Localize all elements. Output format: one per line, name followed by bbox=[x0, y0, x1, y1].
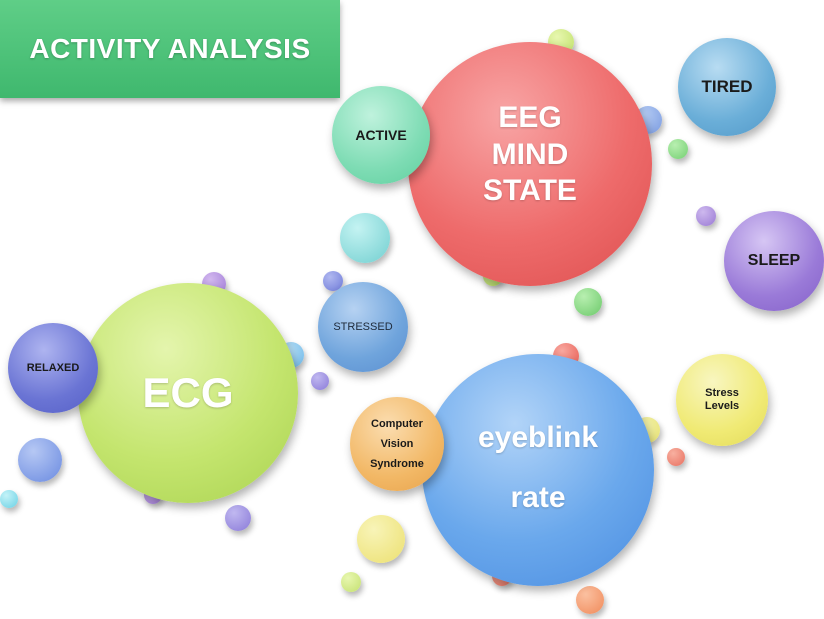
decor-bubble bbox=[323, 271, 343, 291]
relaxed-label: RELAXED bbox=[26, 362, 80, 374]
stress-levels-line2: Levels bbox=[704, 400, 740, 412]
eyeblink-label: eyeblink bbox=[477, 421, 599, 454]
state-label: STATE bbox=[483, 174, 577, 207]
cvs-line3: Syndrome bbox=[370, 458, 424, 470]
sleep-label: SLEEP bbox=[747, 252, 801, 269]
computer-vision-syndrome-node: Computer Vision Syndrome bbox=[350, 397, 444, 491]
decor-bubble bbox=[0, 490, 18, 508]
decor-bubble bbox=[225, 505, 251, 531]
decor-bubble bbox=[696, 206, 716, 226]
eyeblink-rate-node: eyeblink rate bbox=[422, 354, 654, 586]
decor-bubble bbox=[341, 572, 361, 592]
page-title: ACTIVITY ANALYSIS bbox=[29, 33, 311, 64]
decor-bubble bbox=[311, 372, 329, 390]
title-banner: ACTIVITY ANALYSIS bbox=[0, 0, 340, 98]
stressed-node: STRESSED bbox=[318, 282, 408, 372]
sleep-node: SLEEP bbox=[724, 211, 824, 311]
decor-bubble bbox=[576, 586, 604, 614]
decor-bubble bbox=[357, 515, 405, 563]
mind-label: MIND bbox=[491, 138, 569, 171]
relaxed-node: RELAXED bbox=[8, 323, 98, 413]
stressed-label: STRESSED bbox=[333, 321, 393, 333]
decor-bubble bbox=[667, 448, 685, 466]
decor-bubble bbox=[574, 288, 602, 316]
decor-bubble bbox=[668, 139, 688, 159]
active-label: ACTIVE bbox=[355, 127, 407, 143]
ecg-label: ECG bbox=[142, 369, 234, 416]
tired-node: TIRED bbox=[678, 38, 776, 136]
eeg-label: EEG bbox=[498, 101, 562, 134]
active-node: ACTIVE bbox=[332, 86, 430, 184]
stress-levels-node: Stress Levels bbox=[676, 354, 768, 446]
stress-levels-line1: Stress bbox=[705, 387, 739, 399]
rate-label: rate bbox=[510, 481, 566, 514]
eeg-mind-state-node: EEG MIND STATE bbox=[408, 42, 652, 286]
ecg-node: ECG bbox=[78, 283, 298, 503]
decor-bubble bbox=[340, 213, 390, 263]
cvs-line2: Vision bbox=[380, 438, 414, 450]
decor-bubble bbox=[18, 438, 62, 482]
tired-label: TIRED bbox=[701, 77, 753, 96]
cvs-line1: Computer bbox=[371, 418, 423, 430]
